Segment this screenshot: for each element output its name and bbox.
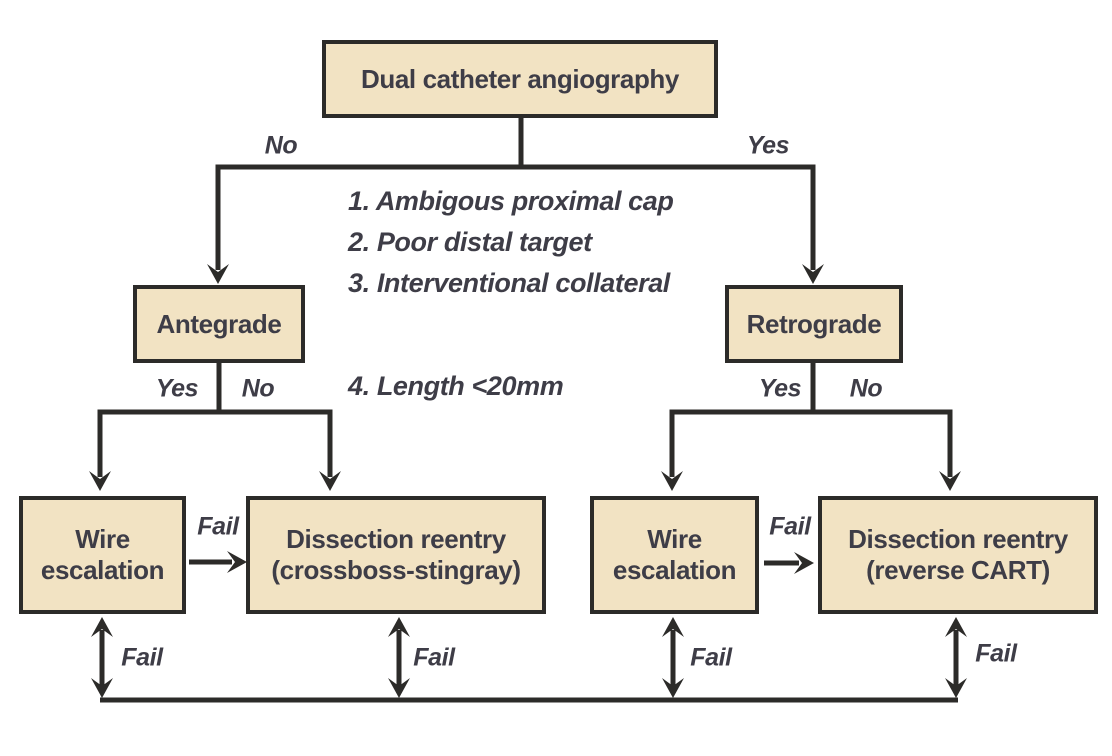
arrowhead-to-wire-left — [89, 471, 111, 491]
branch-label-root-yes: Yes — [746, 131, 790, 160]
criteria-item-3: 3. Interventional collateral — [348, 268, 670, 298]
criteria-item-4: 4. Length <20mm — [348, 371, 564, 401]
fail-double-arrow-4-down — [945, 678, 967, 698]
fail-double-arrow-1-down — [91, 678, 113, 698]
branch-label-retrograde-yes: Yes — [758, 374, 802, 403]
branch-label-root-no: No — [264, 131, 298, 160]
fail-label-mid-left: Fail — [197, 512, 239, 541]
node-label-line2: (crossboss-stingray) — [271, 555, 521, 585]
arrowhead-to-retrograde — [802, 264, 824, 284]
criteria-item-2: 2. Poor distal target — [348, 227, 592, 257]
node-label-line2: (reverse CART) — [866, 555, 1050, 585]
node-wire-escalation-right: Wire escalation — [590, 496, 759, 614]
fail-arrowhead-right — [794, 552, 814, 574]
fail-double-arrow-3-up — [662, 617, 684, 637]
fail-label-bottom-4: Fail — [975, 639, 1017, 668]
node-label: Antegrade — [156, 308, 282, 339]
fail-label-bottom-1: Fail — [121, 643, 163, 672]
fail-arrowhead-left — [227, 551, 247, 573]
node-retrograde: Retrograde — [725, 285, 903, 363]
branch-label-antegrade-yes: Yes — [155, 374, 199, 403]
node-label: Retrograde — [746, 308, 882, 339]
fail-label-bottom-3: Fail — [690, 643, 732, 672]
node-label: Dual catheter angiography — [361, 63, 679, 94]
node-dissection-reentry-reverse-cart: Dissection reentry (reverse CART) — [818, 496, 1098, 614]
fail-label-mid-right: Fail — [769, 512, 811, 541]
node-wire-escalation-left: Wire escalation — [19, 496, 186, 614]
node-label-line1: Dissection reentry — [848, 524, 1068, 555]
fail-double-arrow-2-up — [388, 617, 410, 637]
node-dissection-reentry-crossboss: Dissection reentry (crossboss-stingray) — [246, 496, 546, 614]
arrowhead-to-dissection-right — [939, 471, 961, 491]
node-label-line2: escalation — [40, 555, 165, 585]
criteria-item-1: 1. Ambigous proximal cap — [348, 186, 674, 216]
arrowhead-to-wire-right — [661, 471, 683, 491]
fail-double-arrow-2-down — [388, 678, 410, 698]
branch-label-antegrade-no: No — [241, 374, 275, 403]
fail-double-arrow-1-up — [91, 617, 113, 637]
fail-double-arrow-4-up — [945, 617, 967, 637]
node-label-line1: Wire — [647, 524, 702, 555]
antegrade-branch-line — [97, 409, 333, 477]
arrowhead-to-dissection-left — [319, 471, 341, 491]
node-label-line2: escalation — [612, 555, 737, 585]
node-antegrade: Antegrade — [133, 285, 305, 363]
node-label-line1: Wire — [75, 524, 130, 555]
arrowhead-to-antegrade — [207, 264, 229, 284]
fail-label-bottom-2: Fail — [413, 643, 455, 672]
retrograde-branch-line — [669, 409, 953, 477]
fail-double-arrow-3-down — [662, 678, 684, 698]
node-label-line1: Dissection reentry — [286, 524, 506, 555]
node-dual-catheter-angiography: Dual catheter angiography — [322, 40, 718, 118]
branch-label-retrograde-no: No — [849, 374, 883, 403]
root-branch-line — [215, 164, 816, 270]
